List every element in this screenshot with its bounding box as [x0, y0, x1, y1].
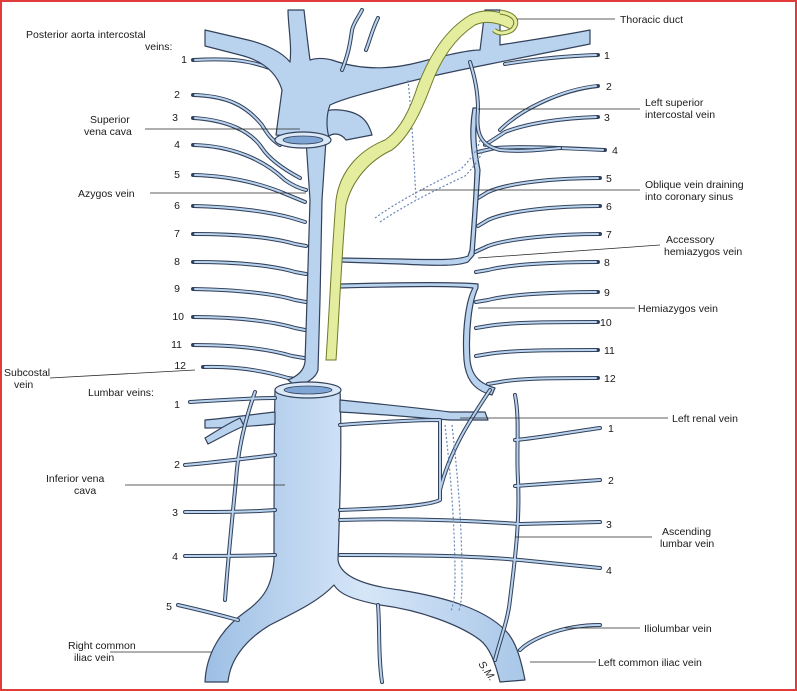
label-ascending-lumbar-line2: lumbar vein — [660, 538, 714, 550]
lumbar-number-right-side-3: 3 — [172, 507, 178, 519]
left-renal-vein — [339, 399, 489, 421]
rib-number-left-side-3: 3 — [604, 112, 610, 124]
label-right-common-iliac-line2: iliac vein — [74, 652, 114, 664]
left-intercostal-veins-inner — [474, 54, 604, 385]
label-left-superior-intercostal-line1: Left superior — [645, 97, 704, 109]
lumbar-number-right-side-4: 4 — [172, 551, 178, 563]
hemiazygos-vein — [339, 281, 496, 396]
label-oblique-vein-line1: Oblique vein draining — [645, 179, 744, 191]
rib-number-right-side-3: 3 — [172, 112, 178, 124]
labels: Thoracic duct Posterior aorta intercosta… — [4, 14, 744, 683]
rib-number-right-side-2: 2 — [174, 89, 180, 101]
rib-number-right-side-11: 11 — [171, 339, 182, 351]
label-left-renal-vein: Left renal vein — [672, 413, 738, 425]
rib-number-right-side-9: 9 — [174, 283, 180, 295]
label-iliolumbar-vein: Iliolumbar vein — [644, 623, 712, 635]
right-lumbar-veins-inner — [177, 391, 276, 621]
right-renal-stub — [204, 417, 245, 445]
label-left-common-iliac: Left common iliac vein — [598, 657, 702, 669]
lumbar-number-left-side-1: 1 — [608, 423, 614, 435]
rib-number-right-side-4: 4 — [174, 139, 180, 151]
left-intercostal-veins — [473, 53, 607, 386]
rib-number-left-side-2: 2 — [606, 81, 612, 93]
rib-number-left-side-5: 5 — [606, 173, 612, 185]
thoracic-duct-loop-inner — [492, 10, 518, 35]
rib-number-left-side-9: 9 — [604, 287, 610, 299]
rib-number-right-side-1: 1 — [181, 54, 187, 66]
svc-opening-inner — [282, 135, 324, 145]
rib-number-right-side-5: 5 — [174, 169, 180, 181]
leader-lines — [49, 18, 668, 663]
left-lumbar-veins-inner — [339, 389, 601, 661]
superior-vena-cava — [204, 9, 591, 141]
lumbar-number-left-side-3: 3 — [606, 519, 612, 531]
label-subcostal-line1: Subcostal — [4, 367, 50, 379]
lumbar-number-right-side-2: 2 — [174, 459, 180, 471]
label-posterior-aorta-line1: Posterior aorta intercostal — [26, 29, 146, 41]
left-superior-intercostal-vein — [468, 60, 562, 153]
rib-number-left-side-10: 10 — [600, 317, 612, 329]
ivc-opening-inner — [283, 385, 333, 395]
rib-number-left-side-11: 11 — [604, 345, 615, 357]
rib-number-left-side-7: 7 — [606, 229, 612, 241]
label-azygos-vein: Azygos vein — [78, 188, 135, 200]
right-intercostal-veins-inner — [194, 58, 307, 381]
label-right-common-iliac-line1: Right common — [68, 640, 136, 652]
label-oblique-vein-line2: into coronary sinus — [645, 191, 733, 203]
label-ascending-lumbar-line1: Ascending — [662, 526, 711, 538]
label-posterior-aorta-line2: veins: — [145, 41, 172, 53]
rib-number-left-side-12: 12 — [604, 373, 616, 385]
neck-vessel-2-inner — [365, 17, 379, 51]
label-inferior-vena-cava-line1: Inferior vena — [46, 473, 105, 485]
lumbar-number-right-side-5: 5 — [166, 601, 172, 613]
veins — [176, 8, 607, 684]
left-lumbar-numbers: 1 2 3 4 — [606, 423, 614, 577]
rib-number-right-side-10: 10 — [172, 311, 184, 323]
rib-number-right-side-8: 8 — [174, 256, 180, 268]
label-thoracic-duct: Thoracic duct — [620, 14, 683, 26]
lumbar-number-left-side-4: 4 — [606, 565, 612, 577]
rib-number-right-side-12: 12 — [174, 360, 186, 372]
label-superior-vena-cava-line2: vena cava — [84, 126, 132, 138]
lumbar-number-left-side-2: 2 — [608, 475, 614, 487]
right-lumbar-numbers: 1 2 3 4 5 — [166, 399, 180, 613]
label-subcostal-line2: vein — [14, 379, 33, 391]
rib-number-left-side-4: 4 — [612, 145, 618, 157]
label-inferior-vena-cava-line2: cava — [74, 485, 96, 497]
rib-number-left-side-6: 6 — [606, 201, 612, 213]
median-sacral-vein-inner — [377, 604, 383, 683]
label-accessory-hemiazygos-line2: hemiazygos vein — [664, 246, 742, 258]
label-hemiazygos-vein: Hemiazygos vein — [638, 303, 718, 315]
rib-number-left-side-8: 8 — [604, 257, 610, 269]
neck-vessel-1-inner — [341, 9, 363, 71]
rib-number-left-side-1: 1 — [604, 50, 610, 62]
left-superior-intercostal-vein-inner — [469, 61, 561, 152]
rib-number-right-side-7: 7 — [174, 228, 180, 240]
label-left-superior-intercostal-line2: intercostal vein — [645, 109, 715, 121]
dotted-vessels — [374, 79, 486, 613]
label-superior-vena-cava-line1: Superior — [90, 114, 130, 126]
label-lumbar-veins: Lumbar veins: — [88, 387, 154, 399]
label-accessory-hemiazygos-line1: Accessory — [666, 234, 715, 246]
inferior-vena-cava — [204, 389, 526, 683]
rib-number-right-side-6: 6 — [174, 200, 180, 212]
lumbar-number-right-side-1: 1 — [174, 399, 180, 411]
